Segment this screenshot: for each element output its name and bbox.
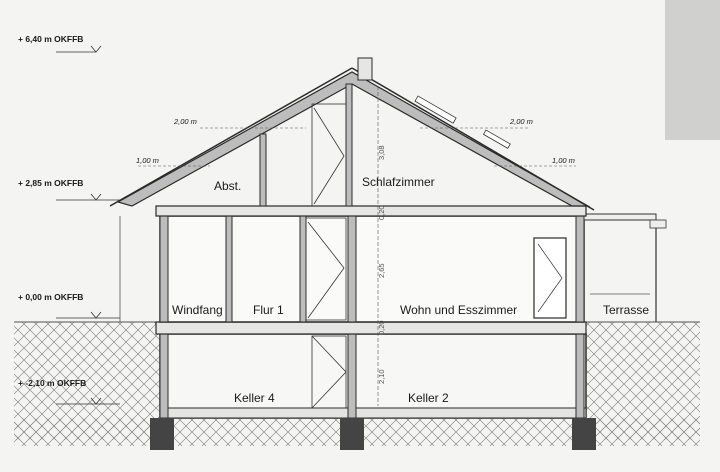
level-label-285: + 2,85 m OKFFB — [18, 178, 83, 188]
level-label-000: + 0,00 m OKFFB — [18, 292, 83, 302]
height-mark-right-lower: 1,00 m — [552, 156, 575, 165]
room-schlafzimmer: Schlafzimmer — [362, 175, 435, 189]
room-terrasse: Terrasse — [603, 303, 649, 317]
room-wohn-esszimmer: Wohn und Esszimmer — [400, 303, 517, 317]
room-flur: Flur 1 — [253, 303, 284, 317]
cellar-structure — [150, 333, 596, 450]
vdim-cellar: 2,10 — [377, 369, 386, 384]
roof-structure — [109, 57, 595, 406]
vdim-slab-upper: 0,20 — [377, 205, 386, 220]
room-abst: Abst. — [214, 179, 241, 193]
ground-slab — [155, 321, 587, 335]
corner-shade — [665, 0, 720, 140]
room-keller-4: Keller 4 — [234, 391, 275, 405]
vdim-attic: 3,08 — [377, 145, 386, 160]
vdim-slab-lower: 0,20 — [377, 320, 386, 335]
upper-slab — [155, 205, 587, 217]
height-mark-left-lower: 1,00 m — [136, 156, 159, 165]
height-mark-left-upper: 2,00 m — [173, 117, 197, 126]
vdim-ground: 2,65 — [377, 263, 386, 278]
height-mark-right-upper: 2,00 m — [509, 117, 533, 126]
ground-floor-structure — [119, 213, 667, 323]
level-label-minus210: + -2,10 m OKFFB — [18, 378, 86, 388]
room-keller-2: Keller 2 — [408, 391, 449, 405]
room-windfang: Windfang — [172, 303, 223, 317]
level-label-640: + 6,40 m OKFFB — [18, 34, 83, 44]
level-marks — [56, 45, 120, 405]
